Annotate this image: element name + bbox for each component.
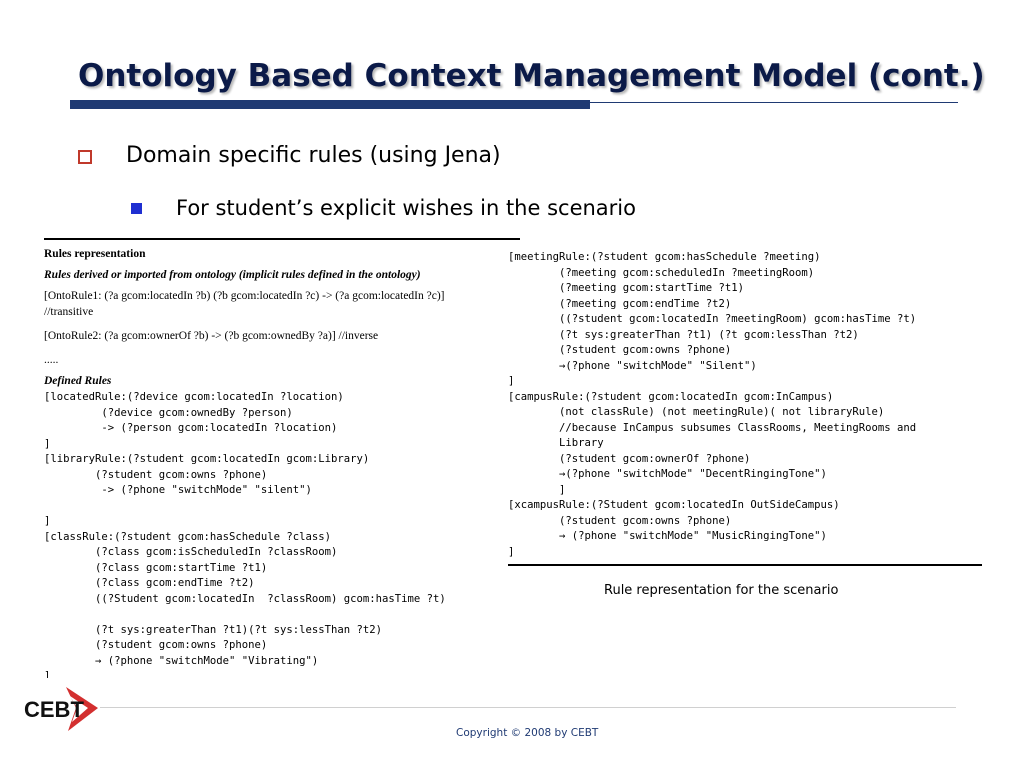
slide-title: Ontology Based Context Management Model …	[78, 58, 985, 94]
scenario-rules-code: [meetingRule:(?student gcom:hasSchedule …	[508, 250, 984, 560]
code-line: -> (?person gcom:locatedIn ?location)	[44, 422, 338, 434]
code-line: [meetingRule:(?student gcom:hasSchedule …	[508, 251, 821, 263]
defined-rules-code: [locatedRule:(?device gcom:locatedIn ?lo…	[44, 390, 520, 678]
onto-rule-1: [OntoRule1: (?a gcom:locatedIn ?b) (?b g…	[44, 290, 445, 302]
bullet-level1-text: Domain specific rules (using Jena)	[126, 143, 501, 168]
copyright-text: Copyright © 2008 by CEBT	[456, 727, 599, 739]
code-line: [classRule:(?student gcom:hasSchedule ?c…	[44, 530, 332, 543]
code-line: ]	[44, 670, 51, 678]
code-line: → (?phone "switchMode" "MusicRingingTone…	[508, 530, 827, 542]
code-line: (?t sys:greaterThan ?t1)(?t sys:lessThan…	[44, 623, 383, 636]
code-line	[44, 499, 520, 515]
figure-bottom-border	[508, 564, 982, 566]
code-line: (?student gcom:ownerOf ?phone)	[508, 452, 751, 465]
title-underline-thick	[70, 100, 590, 109]
code-line: //because InCampus subsumes ClassRooms, …	[508, 421, 917, 434]
code-line: (?student gcom:owns ?phone)	[44, 468, 268, 481]
code-line: [locatedRule:(?device gcom:locatedIn ?lo…	[44, 391, 344, 403]
code-line: →(?phone "switchMode" "Silent")	[508, 359, 757, 372]
rules-representation-figure: Rules representation Rules derived or im…	[44, 238, 520, 678]
hollow-square-bullet-icon	[78, 150, 92, 164]
code-line: ((?Student gcom:locatedIn ?classRoom) gc…	[44, 592, 446, 605]
code-line: ]	[44, 437, 51, 450]
code-line: →(?phone "switchMode" "DecentRingingTone…	[508, 468, 827, 480]
code-line: (?meeting gcom:endTime ?t2)	[508, 297, 732, 310]
code-line: ]	[508, 375, 515, 387]
code-line	[44, 607, 520, 623]
ellipsis: .....	[44, 354, 59, 366]
bullet-level2-text: For student’s explicit wishes in the sce…	[176, 196, 636, 220]
footer-divider	[100, 707, 956, 708]
onto-rule-2: [OntoRule2: (?a gcom:ownerOf ?b) -> (?b …	[44, 330, 379, 342]
scenario-rules-figure: [meetingRule:(?student gcom:hasSchedule …	[508, 250, 984, 568]
code-line: (?t sys:greaterThan ?t1) (?t gcom:lessTh…	[508, 328, 859, 341]
code-line: [campusRule:(?student gcom:locatedIn gco…	[508, 390, 834, 403]
code-line: (not classRule) (not meetingRule)( not l…	[508, 406, 885, 418]
code-line: (?class gcom:isScheduledIn ?classRoom)	[44, 546, 338, 558]
filled-square-bullet-icon	[131, 203, 142, 214]
code-line: → (?phone "switchMode" "Vibrating")	[44, 654, 319, 667]
code-line: ]	[44, 515, 51, 527]
title-underline-thin	[590, 102, 958, 103]
code-line: ]	[508, 545, 515, 558]
code-line: (?student gcom:owns ?phone)	[508, 514, 732, 527]
code-line: (?class gcom:endTime ?t2)	[44, 577, 255, 589]
figure-top-border	[44, 238, 520, 240]
defined-rules-heading: Defined Rules	[44, 375, 112, 387]
onto-rule-1-comment: //transitive	[44, 306, 94, 318]
code-line: (?meeting gcom:startTime ?t1)	[508, 282, 744, 294]
code-line: (?student gcom:owns ?phone)	[508, 344, 732, 356]
code-line: ((?student gcom:locatedIn ?meetingRoom) …	[508, 313, 917, 325]
cebt-logo-icon: CEBT	[24, 687, 98, 731]
code-line: Library	[508, 437, 604, 449]
rules-heading: Rules representation	[44, 248, 146, 260]
code-line: (?meeting gcom:scheduledIn ?meetingRoom)	[508, 266, 815, 279]
figure-caption: Rule representation for the scenario	[604, 583, 839, 598]
code-line: (?class gcom:startTime ?t1)	[44, 561, 268, 574]
code-line: [libraryRule:(?student gcom:locatedIn gc…	[44, 453, 370, 465]
code-line: [xcampusRule:(?Student gcom:locatedIn Ou…	[508, 499, 840, 511]
logo-text: CEBT	[24, 697, 84, 722]
code-line: -> (?phone "switchMode" "silent")	[44, 484, 312, 496]
code-line: ]	[508, 483, 566, 496]
code-line: (?device gcom:ownedBy ?person)	[44, 406, 293, 419]
code-line: (?student gcom:owns ?phone)	[44, 639, 268, 651]
rules-subheading: Rules derived or imported from ontology …	[44, 269, 421, 281]
